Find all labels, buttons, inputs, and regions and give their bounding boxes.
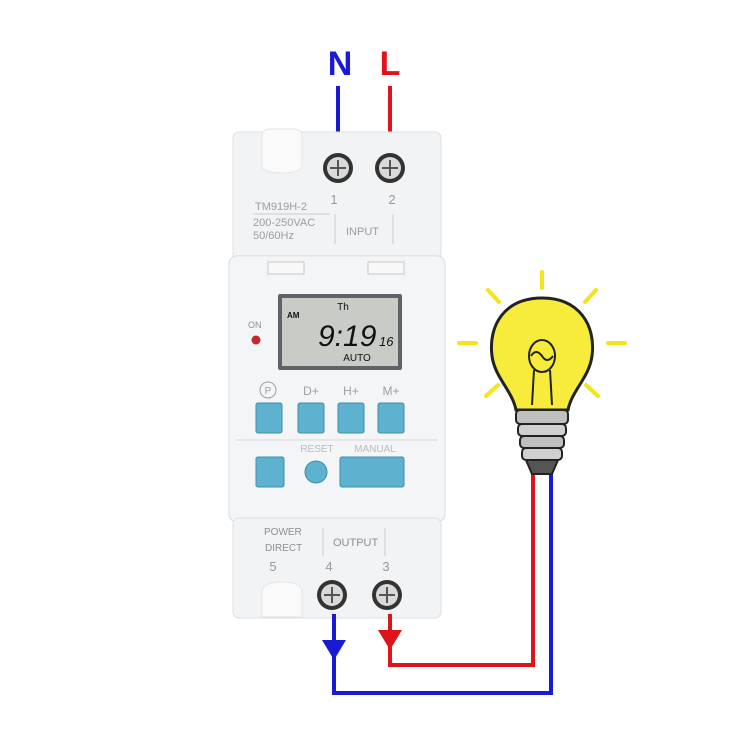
terminal-2-label: 2: [388, 192, 395, 207]
terminal-3-label: 3: [382, 559, 389, 574]
cover-latch-left: [267, 261, 305, 275]
lcd-mode: AUTO: [343, 353, 371, 364]
reset-label: RESET: [300, 444, 333, 455]
bulb-base: [515, 409, 569, 425]
live-label: L: [380, 45, 401, 83]
manual-label: MANUAL: [354, 444, 396, 455]
model-label: TM919H-2: [255, 201, 307, 213]
bottom-clip: [261, 581, 303, 618]
bulb-filament: [528, 339, 556, 373]
input-label: INPUT: [346, 226, 379, 238]
program-button[interactable]: [255, 402, 283, 434]
d-label: D+: [303, 384, 319, 398]
day-plus-button[interactable]: [297, 402, 325, 434]
lcd-day: Th: [337, 302, 349, 313]
neutral-arrow-out: [322, 640, 346, 660]
bulb-glass: [489, 296, 595, 412]
light-bulb-icon: [457, 270, 627, 475]
lcd-ampm: AM: [287, 311, 300, 320]
terminal-4-label: 4: [325, 559, 332, 574]
led-indicator-icon: [251, 335, 261, 345]
p-label: P: [265, 386, 272, 397]
timer-switch: 1 2 TM919H-2 200-250VAC 50/60Hz INPUT ON…: [228, 128, 446, 619]
neutral-label: N: [328, 45, 353, 83]
live-arrow-out: [378, 630, 402, 650]
on-label: ON: [248, 320, 262, 330]
h-label: H+: [343, 384, 359, 398]
bulb-contact: [524, 459, 560, 475]
m-label: M+: [382, 384, 399, 398]
minute-plus-button[interactable]: [377, 402, 405, 434]
lcd-seconds: 16: [379, 334, 394, 349]
voltage-label: 200-250VAC: [253, 217, 315, 229]
terminal-5-label: 5: [269, 559, 276, 574]
cover-latch-right: [367, 261, 405, 275]
lcd-time: 9:19: [318, 320, 377, 353]
power-direct-line1: POWER: [264, 527, 302, 538]
top-clip: [261, 128, 303, 174]
hour-plus-button[interactable]: [337, 402, 365, 434]
manual-button[interactable]: [339, 456, 405, 488]
frequency-label: 50/60Hz: [253, 230, 294, 242]
clock-button[interactable]: [255, 456, 285, 488]
output-label: OUTPUT: [333, 537, 379, 549]
lcd-screen: [282, 298, 398, 366]
power-direct-line2: DIRECT: [265, 543, 302, 554]
terminal-1-label: 1: [330, 192, 337, 207]
reset-button[interactable]: [304, 460, 328, 484]
